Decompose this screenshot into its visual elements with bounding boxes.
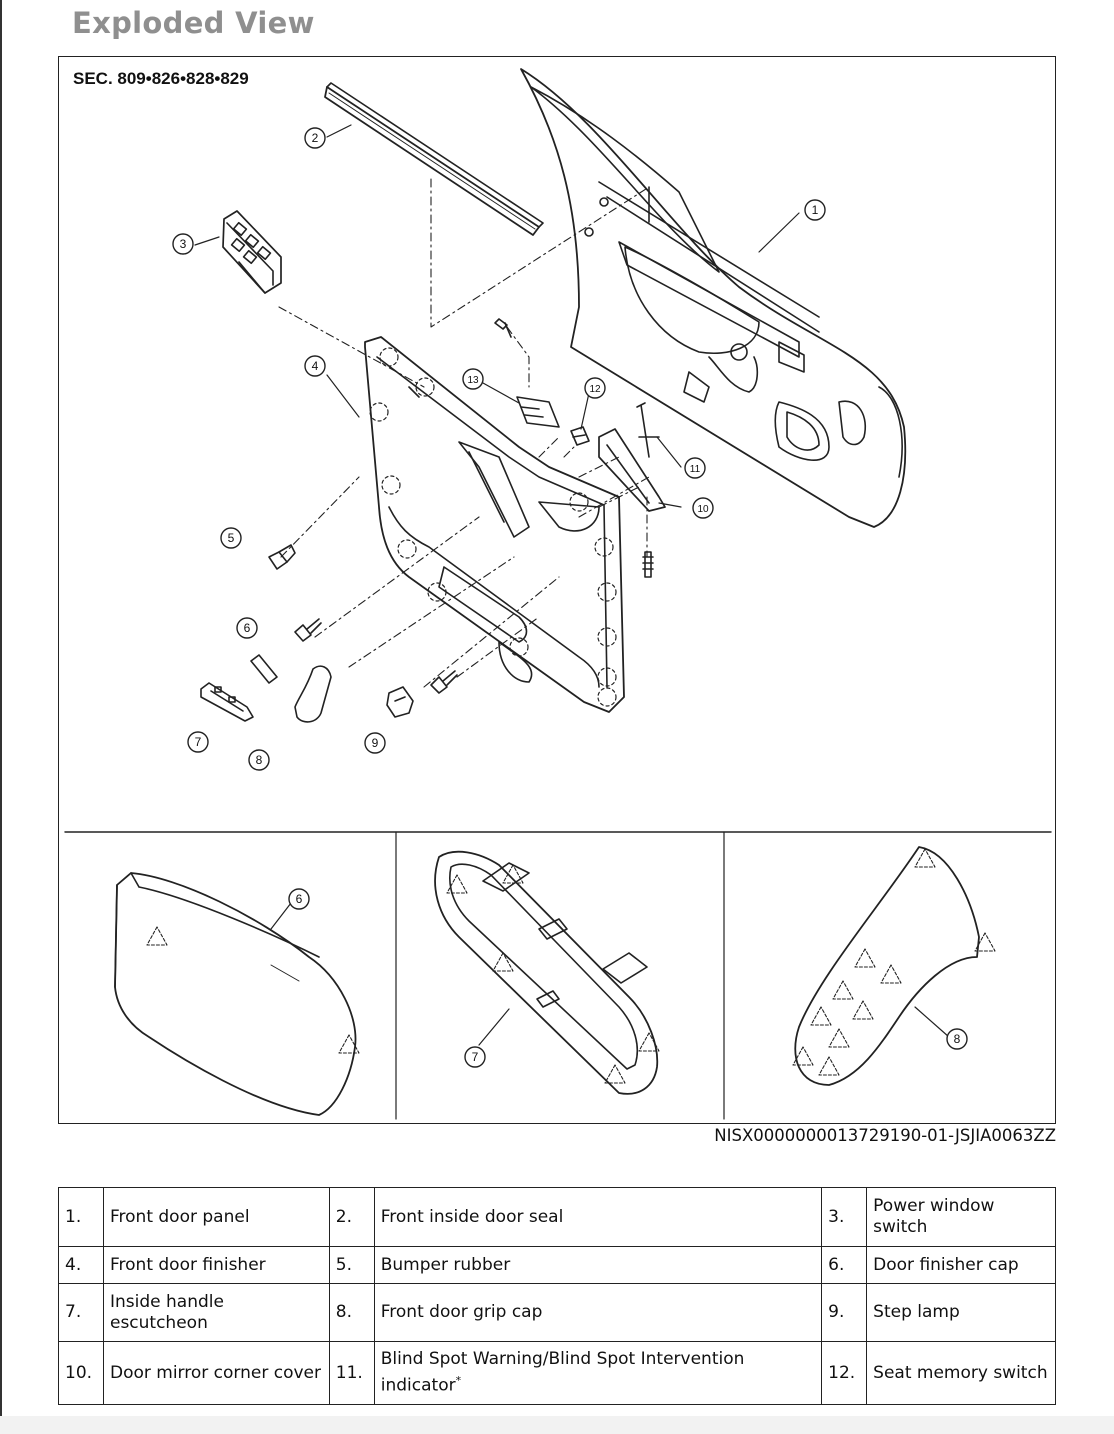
exploded-view-drawing: 1 2 3 4 5 6 7 8 9 10 11 12 13 6 7 8 — [64, 68, 1052, 1120]
part-name-with-note: Blind Spot Warning/Blind Spot Interventi… — [373, 1341, 823, 1405]
grip-cap-small-drawing — [294, 665, 332, 723]
callout-9: 9 — [372, 736, 379, 750]
parts-table: 1. Front door panel 2. Front inside door… — [58, 1187, 1056, 1405]
screws-drawing — [294, 618, 458, 694]
part-number: 11. — [328, 1341, 375, 1405]
exploded-view-figure: 1 2 3 4 5 6 7 8 9 10 11 12 13 6 7 8 SEC.… — [58, 56, 1056, 1124]
table-row: 1. Front door panel 2. Front inside door… — [58, 1187, 1056, 1247]
part-number: 4. — [58, 1246, 104, 1284]
callout-13: 13 — [467, 375, 479, 386]
part-name: Front door grip cap — [373, 1283, 823, 1342]
callout-2: 2 — [312, 131, 319, 145]
part-name: Door mirror corner cover — [102, 1341, 330, 1405]
part-name: Bumper rubber — [373, 1246, 823, 1284]
part-number: 2. — [328, 1187, 375, 1247]
page-left-edge — [0, 0, 2, 1434]
detail-grip-cap-drawing — [792, 846, 996, 1086]
callout-6: 6 — [244, 621, 251, 635]
page-title: Exploded View — [72, 6, 315, 40]
callout-3: 3 — [180, 237, 187, 251]
part-number: 3. — [821, 1187, 868, 1247]
callout-8: 8 — [256, 753, 263, 767]
finisher-cap-small-drawing — [250, 654, 278, 684]
part-number: 5. — [328, 1246, 375, 1284]
detail-finisher-cap-drawing — [114, 872, 360, 1116]
part-number: 10. — [58, 1341, 104, 1405]
escutcheon-small-drawing — [200, 682, 254, 722]
detail-callout-6: 6 — [296, 892, 303, 906]
table-row: 10. Door mirror corner cover 11. Blind S… — [58, 1341, 1056, 1405]
callout-4: 4 — [312, 359, 319, 373]
part-name: Door finisher cap — [866, 1246, 1056, 1284]
detail-callout-7: 7 — [472, 1050, 479, 1064]
part-number: 9. — [821, 1283, 868, 1342]
part-name: Power window switch — [866, 1187, 1056, 1247]
part-name: Front inside door seal — [373, 1187, 823, 1247]
part-number: 8. — [328, 1283, 375, 1342]
figure-reference-code: NISX0000000013729190-01-JSJIA0063ZZ — [714, 1126, 1056, 1145]
bumper-rubber-drawing — [268, 544, 296, 570]
part-name: Blind Spot Warning/Blind Spot Interventi… — [380, 1349, 745, 1396]
part-number: 7. — [58, 1283, 104, 1342]
part-name: Front door finisher — [102, 1246, 330, 1284]
page-bottom-band — [0, 1416, 1114, 1434]
section-label: SEC. 809•826•828•829 — [73, 69, 249, 88]
part-number: 1. — [58, 1187, 104, 1247]
callout-12: 12 — [589, 384, 601, 395]
callout-11: 11 — [690, 464, 701, 475]
bsw-indicator-drawing — [494, 318, 560, 428]
door-panel-drawing — [520, 68, 907, 528]
callout-1: 1 — [812, 203, 819, 217]
detail-escutcheon-drawing — [434, 850, 660, 1095]
callout-10: 10 — [697, 504, 709, 515]
table-row: 7. Inside handle escutcheon 8. Front doo… — [58, 1283, 1056, 1342]
part-number: 12. — [821, 1341, 868, 1405]
table-row: 4. Front door finisher 5. Bumper rubber … — [58, 1246, 1056, 1284]
power-window-switch-drawing — [222, 210, 282, 294]
seat-memory-switch-drawing — [570, 426, 590, 446]
door-finisher-drawing — [364, 336, 625, 713]
callout-5: 5 — [228, 531, 235, 545]
mirror-corner-cover-drawing — [598, 402, 666, 578]
door-seal-drawing — [324, 82, 544, 236]
detail-callout-8: 8 — [954, 1032, 961, 1046]
part-name: Step lamp — [866, 1283, 1056, 1342]
part-number: 6. — [821, 1246, 868, 1284]
part-name: Front door panel — [102, 1187, 330, 1247]
step-lamp-drawing — [386, 686, 414, 718]
callout-7: 7 — [195, 735, 202, 749]
part-name: Inside handle escutcheon — [102, 1283, 330, 1342]
footnote-mark: * — [455, 1374, 462, 1388]
part-name: Seat memory switch — [866, 1341, 1056, 1405]
